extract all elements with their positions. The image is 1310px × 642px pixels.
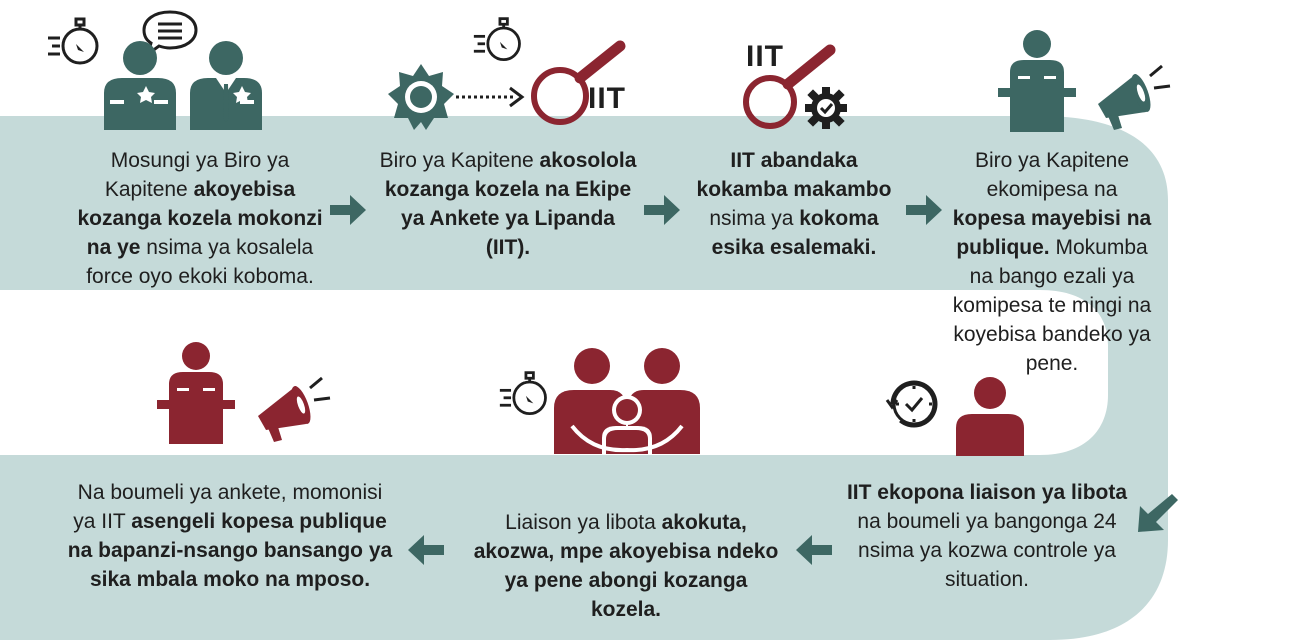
step-2-segment: akosolola kozanga kozela na Ekipe ya Ank… bbox=[384, 149, 637, 259]
step-4-segment: Biro ya Kapitene ekomipesa na bbox=[974, 149, 1130, 201]
step-1-segment: akoyebisa kozanga kozela mokonzi na ye bbox=[77, 178, 323, 259]
megaphone-icon bbox=[258, 376, 331, 442]
magnifier-icon bbox=[531, 40, 626, 125]
arrow-right bbox=[644, 195, 680, 225]
iit-label: IIT bbox=[588, 82, 626, 115]
arrow-right bbox=[330, 195, 366, 225]
stopwatch-icon bbox=[473, 17, 521, 62]
stopwatch-icon bbox=[48, 17, 99, 65]
step-5-text: IIT ekopona liaison ya libota na boumeli… bbox=[846, 478, 1128, 594]
dotted-arrow bbox=[456, 86, 525, 108]
arrow-left bbox=[796, 535, 832, 565]
step-4-text: Biro ya Kapitene ekomipesa na kopesa may… bbox=[950, 146, 1154, 378]
arrow-left bbox=[408, 535, 444, 565]
step-6-text: Liaison ya libota akokuta, akozwa, mpe a… bbox=[468, 508, 784, 624]
step-2-segment: Biro ya Kapitene bbox=[379, 149, 540, 172]
step-6-segment: akokuta, akozwa, mpe akoyebisa ndeko ya … bbox=[473, 511, 779, 621]
speech-bubble-icon bbox=[142, 10, 198, 58]
magnifier-icon bbox=[743, 44, 836, 129]
officer-icon bbox=[104, 41, 176, 130]
step-7-segment: Na boumeli ya ankete, momonisi ya IIT bbox=[73, 481, 383, 533]
family-icon bbox=[554, 348, 700, 454]
arrow-right bbox=[906, 195, 942, 225]
step-1-text: Mosungi ya Biro ya Kapitene akoyebisa ko… bbox=[74, 146, 326, 291]
podium-speaker-icon bbox=[157, 342, 235, 444]
step-5-segment: na boumeli ya bangonga 24 nsima ya kozwa… bbox=[857, 510, 1117, 591]
step-6-segment: Liaison ya libota bbox=[505, 511, 662, 534]
gear-check-icon bbox=[805, 87, 847, 129]
megaphone-icon bbox=[1098, 64, 1171, 130]
step-2-text: Biro ya Kapitene akosolola kozanga kozel… bbox=[378, 146, 638, 262]
stopwatch-icon bbox=[499, 371, 547, 416]
step-3-segment: kokoma esika esalemaki. bbox=[711, 207, 879, 259]
person-icon bbox=[956, 377, 1024, 456]
step-3-segment: IIT abandaka kokamba makambo bbox=[696, 149, 892, 201]
step-5-segment: IIT ekopona liaison ya libota bbox=[846, 481, 1128, 504]
iit-label: IIT bbox=[746, 40, 784, 73]
podium-speaker-icon bbox=[998, 30, 1076, 132]
badge-icon bbox=[388, 64, 454, 130]
step-3-text: IIT abandaka kokamba makambo nsima ya ko… bbox=[690, 146, 898, 262]
clock-icon bbox=[885, 380, 938, 428]
step-1-segment: Mosungi ya Biro ya Kapitene bbox=[104, 149, 290, 201]
step-3-segment: nsima ya bbox=[709, 207, 800, 230]
step-4-segment: kopesa mayebisi na publique. bbox=[952, 207, 1152, 259]
step-7-text: Na boumeli ya ankete, momonisi ya IIT as… bbox=[64, 478, 396, 594]
arrow-down-left bbox=[1138, 494, 1178, 532]
step-1-segment: nsima ya kosalela force oyo ekoki koboma… bbox=[86, 236, 314, 288]
officer-icon bbox=[190, 41, 262, 130]
step-7-segment: asengeli kopesa publique na bapanzi-nsan… bbox=[67, 510, 393, 591]
step-4-segment: Mokumba na bango ezali ya komipesa te mi… bbox=[952, 236, 1152, 375]
